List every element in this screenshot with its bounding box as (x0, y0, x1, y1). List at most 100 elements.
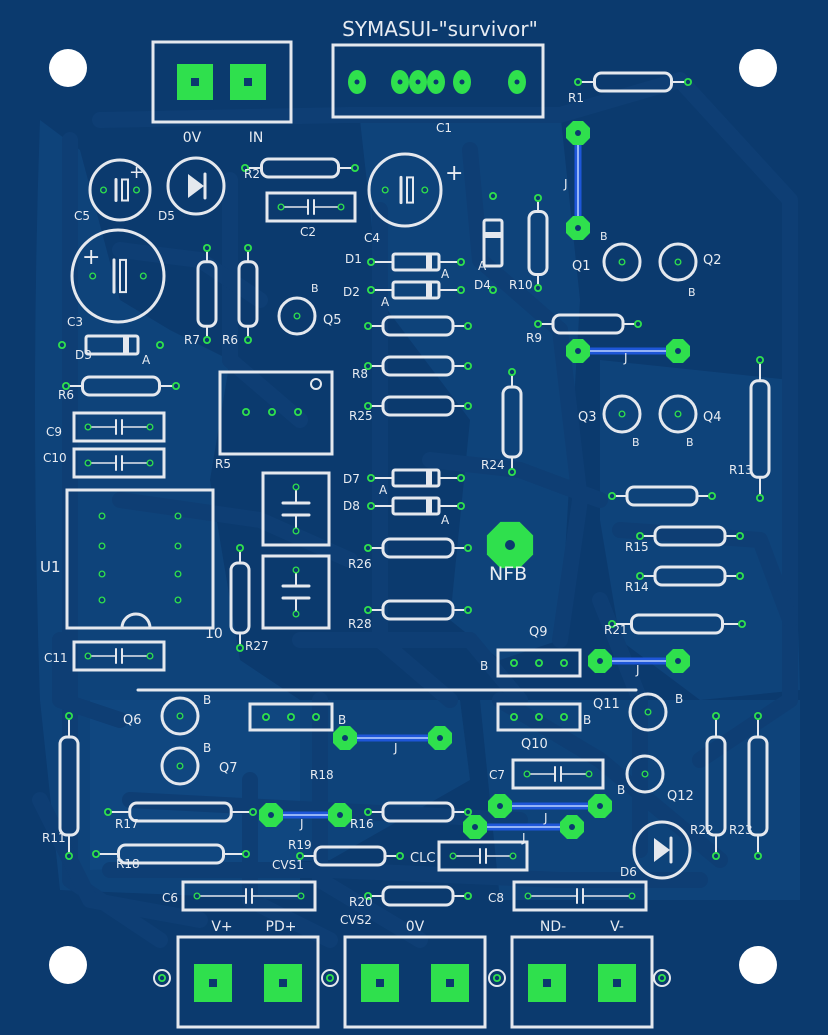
pad-hole (141, 273, 146, 279)
pad-hole (147, 460, 153, 466)
label-r26: R26 (348, 557, 372, 571)
pad-hole (59, 342, 65, 348)
mark-b11: B (675, 692, 683, 706)
pad-hole (90, 273, 95, 279)
pad-hole (243, 409, 249, 415)
cvs1 (261, 471, 331, 547)
copper-pour (360, 110, 580, 660)
pad-hole (635, 321, 641, 327)
j-c7-hole (597, 803, 603, 809)
label-d6: D6 (620, 865, 637, 879)
q4 (658, 394, 698, 434)
pad-hole (509, 469, 515, 475)
pad-hole (177, 763, 183, 769)
label-c6: C6 (162, 891, 178, 905)
pad-hole (709, 493, 715, 499)
j-c7b-hole (472, 824, 478, 830)
mark-b5: B (686, 436, 694, 449)
label-r8: R8 (352, 367, 368, 381)
pad-hole (338, 204, 344, 210)
mark-a3: A (381, 295, 390, 309)
label-r13: R13 (729, 463, 753, 477)
d6-led-symbol (654, 838, 670, 862)
label-c9: C9 (46, 425, 62, 439)
label-q7: Q7 (219, 761, 238, 776)
pad-hole (294, 313, 300, 319)
pad-hole (450, 853, 456, 859)
q2 (658, 242, 698, 282)
pad-hole (327, 975, 333, 981)
c1-hole (354, 79, 360, 85)
pad-hole (298, 893, 304, 899)
label-nfb: NFB (489, 563, 527, 585)
label-r18a: R18 (310, 768, 334, 782)
label-r14: R14 (625, 580, 649, 594)
c5-plate-neg (121, 178, 129, 202)
label-c5: C5 (74, 209, 90, 223)
pad-hole (101, 187, 106, 193)
pad-hole (85, 653, 91, 659)
pad-hole (293, 567, 299, 573)
pad-hole (494, 975, 500, 981)
pad-hole (245, 337, 251, 343)
label-q2: Q2 (703, 253, 722, 268)
mark-a5: A (441, 513, 450, 527)
mark-b6: B (480, 659, 488, 673)
trace (672, 72, 798, 768)
d3-band (123, 336, 129, 354)
label-r23: R23 (729, 823, 753, 837)
label-d8: D8 (343, 499, 360, 513)
pad-hole (365, 809, 371, 815)
c1-outline (331, 43, 545, 119)
label-q9: Q9 (529, 625, 548, 640)
trace (112, 492, 358, 568)
trace (92, 72, 688, 128)
pad-hole (293, 484, 299, 490)
pad-hole (637, 573, 643, 579)
pad-hole (509, 369, 515, 375)
pad-hole (458, 287, 464, 293)
pad-hole (755, 853, 761, 859)
pad-hole (465, 545, 471, 551)
pad-hole (99, 513, 105, 519)
d5-led-symbol (188, 174, 204, 198)
pad-hole (535, 195, 541, 201)
mark-plus2: + (445, 161, 463, 186)
power-right-terminal-hole (543, 979, 551, 987)
j-mid-hole (437, 735, 443, 741)
power-left-terminal-hole (279, 979, 287, 987)
mark-a6: A (478, 259, 487, 273)
pad-hole (85, 460, 91, 466)
pad-hole (365, 545, 371, 551)
silkscreen (49, 40, 777, 1029)
pad-hole (134, 187, 139, 193)
d2-band (426, 282, 432, 298)
pad-hole (175, 597, 181, 603)
j-q9-hole (597, 658, 603, 664)
mark-b2: B (688, 286, 696, 299)
c1-hole (415, 79, 421, 85)
pad-hole (619, 411, 625, 417)
pad-hole (645, 709, 651, 715)
terminal-screw (488, 969, 506, 987)
pad-hole (63, 383, 69, 389)
c8 (512, 880, 648, 912)
j-r9-hole (675, 348, 681, 354)
label-c3: C3 (67, 315, 83, 329)
pad-hole (511, 660, 517, 666)
label-r20: R20 (349, 895, 373, 909)
q12 (625, 754, 665, 794)
trace (32, 792, 208, 928)
label-q4: Q4 (703, 410, 722, 425)
pad-hole (713, 853, 719, 859)
label-clc: CLC (410, 851, 435, 866)
mark-a2: A (441, 267, 450, 281)
pad-hole (365, 323, 371, 329)
pad-hole (243, 851, 249, 857)
label-cvs1: CVS1 (272, 858, 304, 872)
label-r1: R1 (568, 91, 584, 105)
q18-block (248, 702, 334, 732)
mounting-hole (49, 49, 87, 87)
mark-a4: A (379, 483, 388, 497)
label-r5: R5 (215, 457, 231, 471)
